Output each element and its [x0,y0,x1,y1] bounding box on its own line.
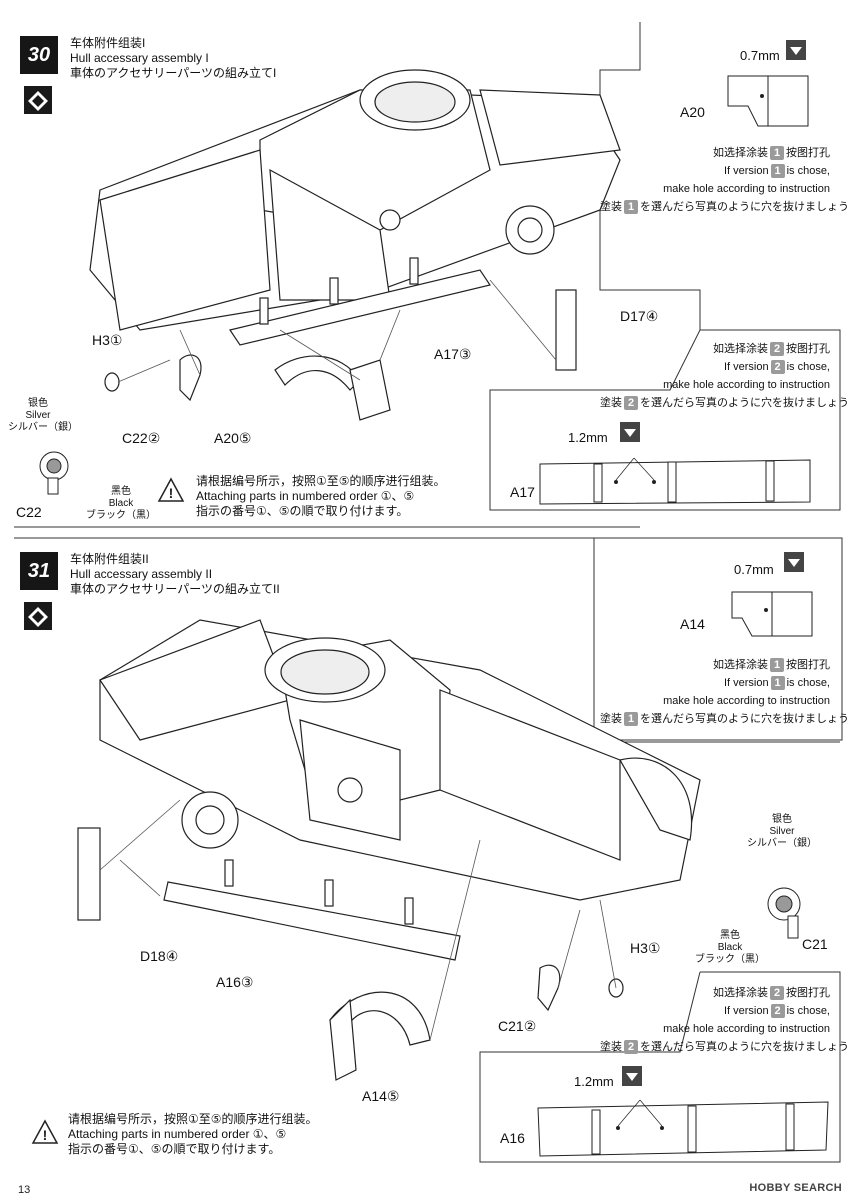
title-en: Hull accessary assembly I [70,51,209,65]
drill-size: 0.7mm [734,562,774,577]
callout-part-label: A17 [510,484,535,500]
paint-black: 黑色 Black ブラック（黒） [86,486,156,521]
callout-part-label: A16 [500,1130,525,1146]
callout-part-label: A14 [680,616,705,632]
title-en: Hull accessary assembly II [70,567,213,581]
paint-silver: 银色 Silver シルバー（銀） [747,814,817,849]
part-a14-label: A14⑤ [362,1088,400,1104]
part-a20-label: A20⑤ [214,430,252,446]
title-cn: 车体附件组装II [70,552,149,566]
paint-part-label: C21 [802,936,828,952]
step-number: 31 [20,552,58,590]
order-note: 请根据编号所示，按照①至⑤的顺序进行组装。 Attaching parts in… [68,1112,318,1156]
a14-part-illustration [731,591,813,637]
drill-icon [784,552,804,572]
hobby-search-watermark: HOBBY SEARCH [749,1182,842,1194]
part-h3-label: H3① [630,940,661,956]
callout-a17-frame [489,329,841,511]
svg-text:!: ! [169,485,174,501]
part-a16-label: A16③ [216,974,254,990]
c21-part-illustration [767,887,801,939]
part-d18-label: D18④ [140,948,179,964]
callout-a14-frame [593,537,843,741]
order-note: 请根据编号所示，按照①至⑤的顺序进行组装。 Attaching parts in… [196,474,446,518]
part-h3-label: H3① [92,332,123,348]
paint-part-label: C22 [16,504,42,520]
callout-part-label: A20 [680,104,705,120]
part-a17-label: A17③ [434,346,472,362]
title-jp: 車体のアクセサリーパーツの組み立てI [70,66,277,80]
drill-size: 1.2mm [574,1074,614,1089]
warning-icon: ! [31,1119,59,1144]
drill-size: 1.2mm [568,430,608,445]
step-title: 车体附件组装I Hull accessary assembly I 車体のアクセ… [70,36,276,81]
callout-a16-frame [479,971,841,1163]
part-c22-label: C22② [122,430,161,446]
part-d17-label: D17④ [620,308,659,324]
paint-silver: 银色 Silver シルバー（銀） [8,398,78,433]
c22-part-illustration [39,451,69,495]
part-c21-label: C21② [498,1018,537,1034]
drill-icon [622,1066,642,1086]
cement-icon [24,602,52,630]
svg-text:!: ! [43,1127,48,1143]
step-number: 30 [20,36,58,74]
a16-part-illustration [537,1099,829,1157]
step-title: 车体附件组装II Hull accessary assembly II 車体のア… [70,552,280,597]
warning-icon: ! [157,477,185,502]
drill-size: 0.7mm [740,48,780,63]
hull-drawing [89,69,621,421]
page-number: 13 [18,1184,31,1196]
a17-part-illustration [539,457,811,505]
title-jp: 車体のアクセサリーパーツの組み立てII [70,582,280,596]
drill-icon [620,422,640,442]
paint-black: 黑色 Black ブラック（黒） [695,930,765,965]
drill-icon [786,40,806,60]
hull-drawing [77,619,701,1081]
cement-icon [24,86,52,114]
title-cn: 车体附件组装I [70,36,146,50]
a20-part-illustration [727,75,809,127]
